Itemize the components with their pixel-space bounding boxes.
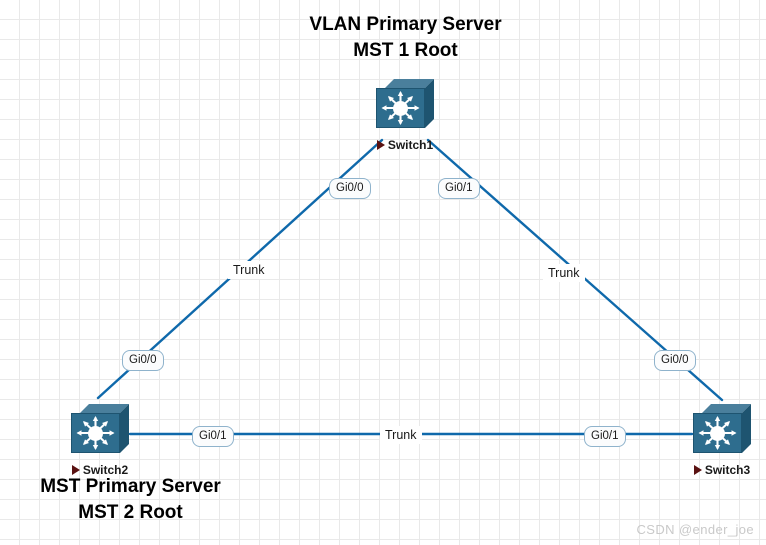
node-switch1[interactable]: Switch1 (372, 79, 438, 152)
node-name: Switch2 (82, 463, 129, 477)
annotation-bottom: MST Primary Server MST 2 Root (8, 474, 253, 526)
switch-arrows (381, 91, 420, 125)
switch-icon (693, 404, 751, 462)
annotation-bottom-line1: MST Primary Server (40, 476, 221, 497)
watermark: CSDN @ender_joe (636, 522, 754, 537)
port-label-switch2-gi01[interactable]: Gi0/1 (192, 426, 234, 447)
port-label-switch1-gi00[interactable]: Gi0/0 (329, 178, 371, 199)
switch-arrows (698, 416, 737, 450)
switch-icon (71, 404, 129, 462)
triangle-marker-icon (71, 465, 80, 475)
switch-arrows (76, 416, 115, 450)
annotation-bottom-line2: MST 2 Root (78, 502, 183, 523)
node-switch3[interactable]: Switch3 (689, 404, 755, 477)
trunk-label-switch1-switch3[interactable]: Trunk (543, 264, 585, 282)
triangle-marker-icon (693, 465, 702, 475)
switch-side-face (425, 79, 434, 128)
trunk-label-switch1-switch2[interactable]: Trunk (228, 261, 270, 279)
annotation-top-line1: VLAN Primary Server (309, 14, 502, 35)
node-switch2[interactable]: Switch2 (67, 404, 133, 477)
node-label-switch2: Switch2 (67, 463, 133, 477)
node-label-switch3: Switch3 (689, 463, 755, 477)
port-label-switch1-gi01[interactable]: Gi0/1 (438, 178, 480, 199)
annotation-top-line2: MST 1 Root (353, 40, 458, 61)
node-name: Switch3 (704, 463, 751, 477)
port-label-switch3-gi01[interactable]: Gi0/1 (584, 426, 626, 447)
trunk-label-switch2-switch3[interactable]: Trunk (380, 426, 422, 444)
node-name: Switch1 (387, 138, 434, 152)
node-label-switch1: Switch1 (372, 138, 438, 152)
triangle-marker-icon (376, 140, 385, 150)
port-label-switch3-gi00[interactable]: Gi0/0 (654, 350, 696, 371)
annotation-top: VLAN Primary Server MST 1 Root (283, 12, 528, 64)
port-label-switch2-gi00[interactable]: Gi0/0 (122, 350, 164, 371)
switch-icon (376, 79, 434, 137)
switch-side-face (120, 404, 129, 453)
switch-side-face (742, 404, 751, 453)
